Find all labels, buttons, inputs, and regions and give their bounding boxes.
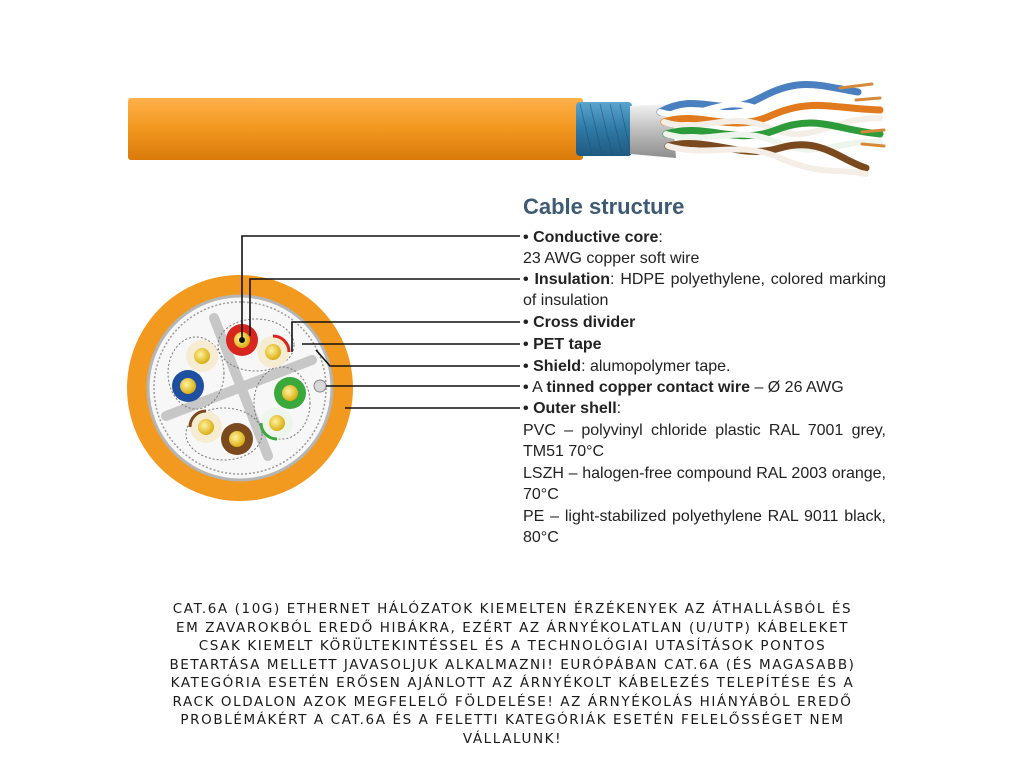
bullet: • (523, 400, 529, 417)
spec-detail-insulation: : HDPE polyethylene, colored marking of … (523, 271, 886, 309)
section-title: Cable structure (523, 194, 685, 219)
spec-shell-pvc: PVC – polyvinyl chloride plastic RAL 700… (523, 422, 886, 460)
spec-detail-core: 23 AWG copper soft wire (523, 250, 700, 267)
braid-texture (579, 103, 631, 155)
spec-label-divider: Cross divider (533, 314, 636, 331)
leader-lines (239, 235, 520, 409)
shield-braid-side (576, 102, 632, 156)
leader-divider (291, 321, 520, 352)
foil-side (630, 104, 676, 158)
bullet: • (523, 358, 529, 375)
leader-core (241, 235, 520, 340)
spec-conductive-core: • Conductive core: 23 AWG copper soft wi… (523, 229, 700, 267)
spec-pet-tape: • PET tape (523, 334, 886, 355)
spec-detail-drain: – Ø 26 AWG (750, 379, 844, 396)
outer-jacket-side (128, 98, 583, 160)
spec-label-core: Conductive core (533, 229, 659, 246)
cable-illustration (127, 80, 886, 501)
bullet: • (523, 271, 529, 288)
warning-notice: CAT.6A (10G) ETHERNET HÁLÓZATOK KIEMELTE… (169, 601, 856, 747)
cable-side-view (128, 80, 886, 177)
cross-divider (161, 313, 317, 461)
spec-drain-wire: • A tinned copper contact wire – Ø 26 AW… (523, 379, 844, 396)
bullet: • (523, 229, 529, 246)
pair-outlines (167, 318, 311, 461)
spec-shell-pe: PE – light-stabilized polyethylene RAL 9… (523, 508, 886, 546)
spec-detail-shield: : alumopolymer tape. (581, 358, 731, 375)
leader-shield (315, 349, 520, 367)
leader-insulation (249, 278, 520, 336)
cable-cross-section (127, 275, 353, 501)
spec-outer-shell: • Outer shell: (523, 400, 622, 417)
drain-wire (313, 379, 327, 393)
bullet: • (523, 379, 529, 396)
spec-shell-lszh: LSZH – halogen-free compound RAL 2003 or… (523, 465, 886, 503)
spec-label-shell: Outer shell (533, 400, 617, 417)
spec-label-pet: PET tape (533, 336, 602, 353)
spec-label-insulation: Insulation (534, 271, 611, 288)
bullet: • (523, 336, 529, 353)
twisted-pairs-side (656, 80, 886, 177)
spec-cross-divider: • Cross divider (523, 312, 886, 333)
spec-insulation: • Insulation: HDPE polyethylene, colored… (523, 269, 886, 311)
bullet: • (523, 314, 529, 331)
spec-label-shield: Shield (533, 358, 582, 375)
spec-shield: • Shield: alumopolymer tape. (523, 356, 886, 377)
conductors (172, 324, 306, 455)
spec-label-drain: tinned copper contact wire (546, 379, 750, 396)
